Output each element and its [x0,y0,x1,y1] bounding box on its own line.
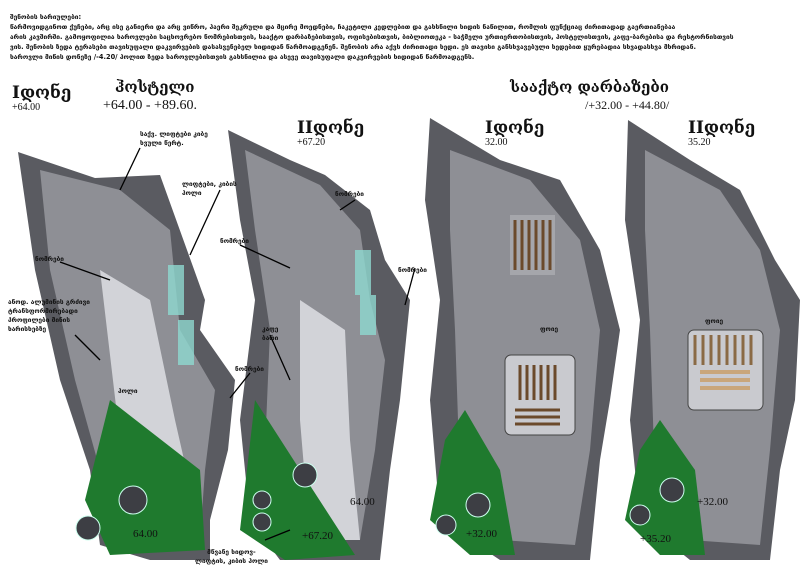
hostel-level-1-name: Iდონე [12,83,72,103]
label-leader-lines [59,147,416,541]
label-line: მწვანე ხიდოვ- [207,548,256,556]
elevation-mark: 64.00 [133,528,158,540]
hostel-level-2-name: IIდონე [297,118,365,138]
label-line: საქვ. ლიფტები კიბე [140,130,208,138]
hostel-range: +64.00 - +89.60. [103,98,197,113]
label-rooms: ნომრები [398,266,427,274]
plan-halls-level-1 [425,118,620,560]
halls-range: /+32.00 - +44.80/ [585,98,670,112]
halls-level-2-name: IIდონე [688,118,756,138]
halls-title: სააქტო დარბაზები [510,78,669,96]
plan-halls-level-2 [625,120,800,560]
label-green: მწვანე ხიდოვ-ლიფტის, კიბის ჰოლი [195,548,268,566]
label-line: კაფე [262,325,279,333]
cylinder-circle [75,515,101,541]
intro-title: შენობის ხარიულები: [10,13,82,21]
glass-cylinder [355,250,371,295]
label-line: ხვული წერტ. [140,139,184,147]
elevation-mark: +35.20 [640,533,671,545]
halls-level-1-elevation: 32.00 [485,137,508,148]
cylinder-circle [435,514,457,536]
cylinder-circle [292,462,318,488]
label-rooms: ნომრები [220,237,249,245]
intro-line: არის კავშირში. გამოყოფილია ხაროვლები საც… [10,33,734,41]
label-facade: ანოდ. ალუმინის გრძივი ტრანსფორმირებადი პ… [8,298,90,334]
hostel-level-1-elevation: +64.00 [12,102,41,113]
intro-line: წარმოვიდგინოთ ქუჩები, არც ისე განიერი და… [10,23,676,31]
intro-text: შენობის ხარიულები: წარმოვიდგინოთ ქუჩები,… [10,12,795,62]
label-line: ხარისხებზე [8,325,47,333]
label-foyer: ფოიე [705,317,724,325]
halls-level-2-elevation: 35.20 [688,137,711,148]
halls-level-1-name: Iდონე [485,118,545,138]
plan-hostel-level-2 [228,130,410,560]
label-rooms: ნომრები [335,190,364,198]
cylinder-circle [252,490,272,510]
glass-cylinder [360,295,376,335]
label-foyer: ფოიე [540,325,559,333]
label-line: პროფილები მინის [8,316,71,324]
elevation-mark: 64.00 [350,496,375,508]
label-rooms: ნომრები [35,255,64,263]
cylinder-circle [659,477,685,503]
intro-line: ვის. შენობის ზედა ტერასები თავისუფალი და… [10,43,696,51]
elevation-mark: +32.00 [697,496,728,508]
label-hall: ჰოლი [118,387,138,395]
assembly-hall [510,215,555,275]
label-line: ბარი [262,334,279,342]
label-line: ლიფტის, კიბის ჰოლი [195,557,268,565]
label-line: ანოდ. ალუმინის გრძივი [8,298,90,306]
green-area [85,400,205,555]
hostel-title: ჰოსტელი [115,78,195,96]
plan-hostel-level-1 [18,152,235,560]
glass-cylinder [178,320,194,365]
label-line: ჰოლი [182,189,202,197]
cylinder-circle [629,504,651,526]
intro-line: ხაროვლი მიწის დონეზე /-4.20/ ჰოლით ზედა … [10,53,475,61]
elevation-mark: +32.00 [466,528,497,540]
label-line: ლიფტები, კიბის [182,180,237,188]
glass-cylinder [168,265,184,315]
cylinder-circle [465,492,491,518]
label-line: ტრანსფორმირებადი [8,307,78,315]
label-rooms: ნომრები [235,365,264,373]
elevation-mark: +67.20 [302,530,333,542]
hostel-level-2-elevation: +67.20 [297,137,326,148]
cylinder-circle [118,485,148,515]
cylinder-circle [252,512,272,532]
